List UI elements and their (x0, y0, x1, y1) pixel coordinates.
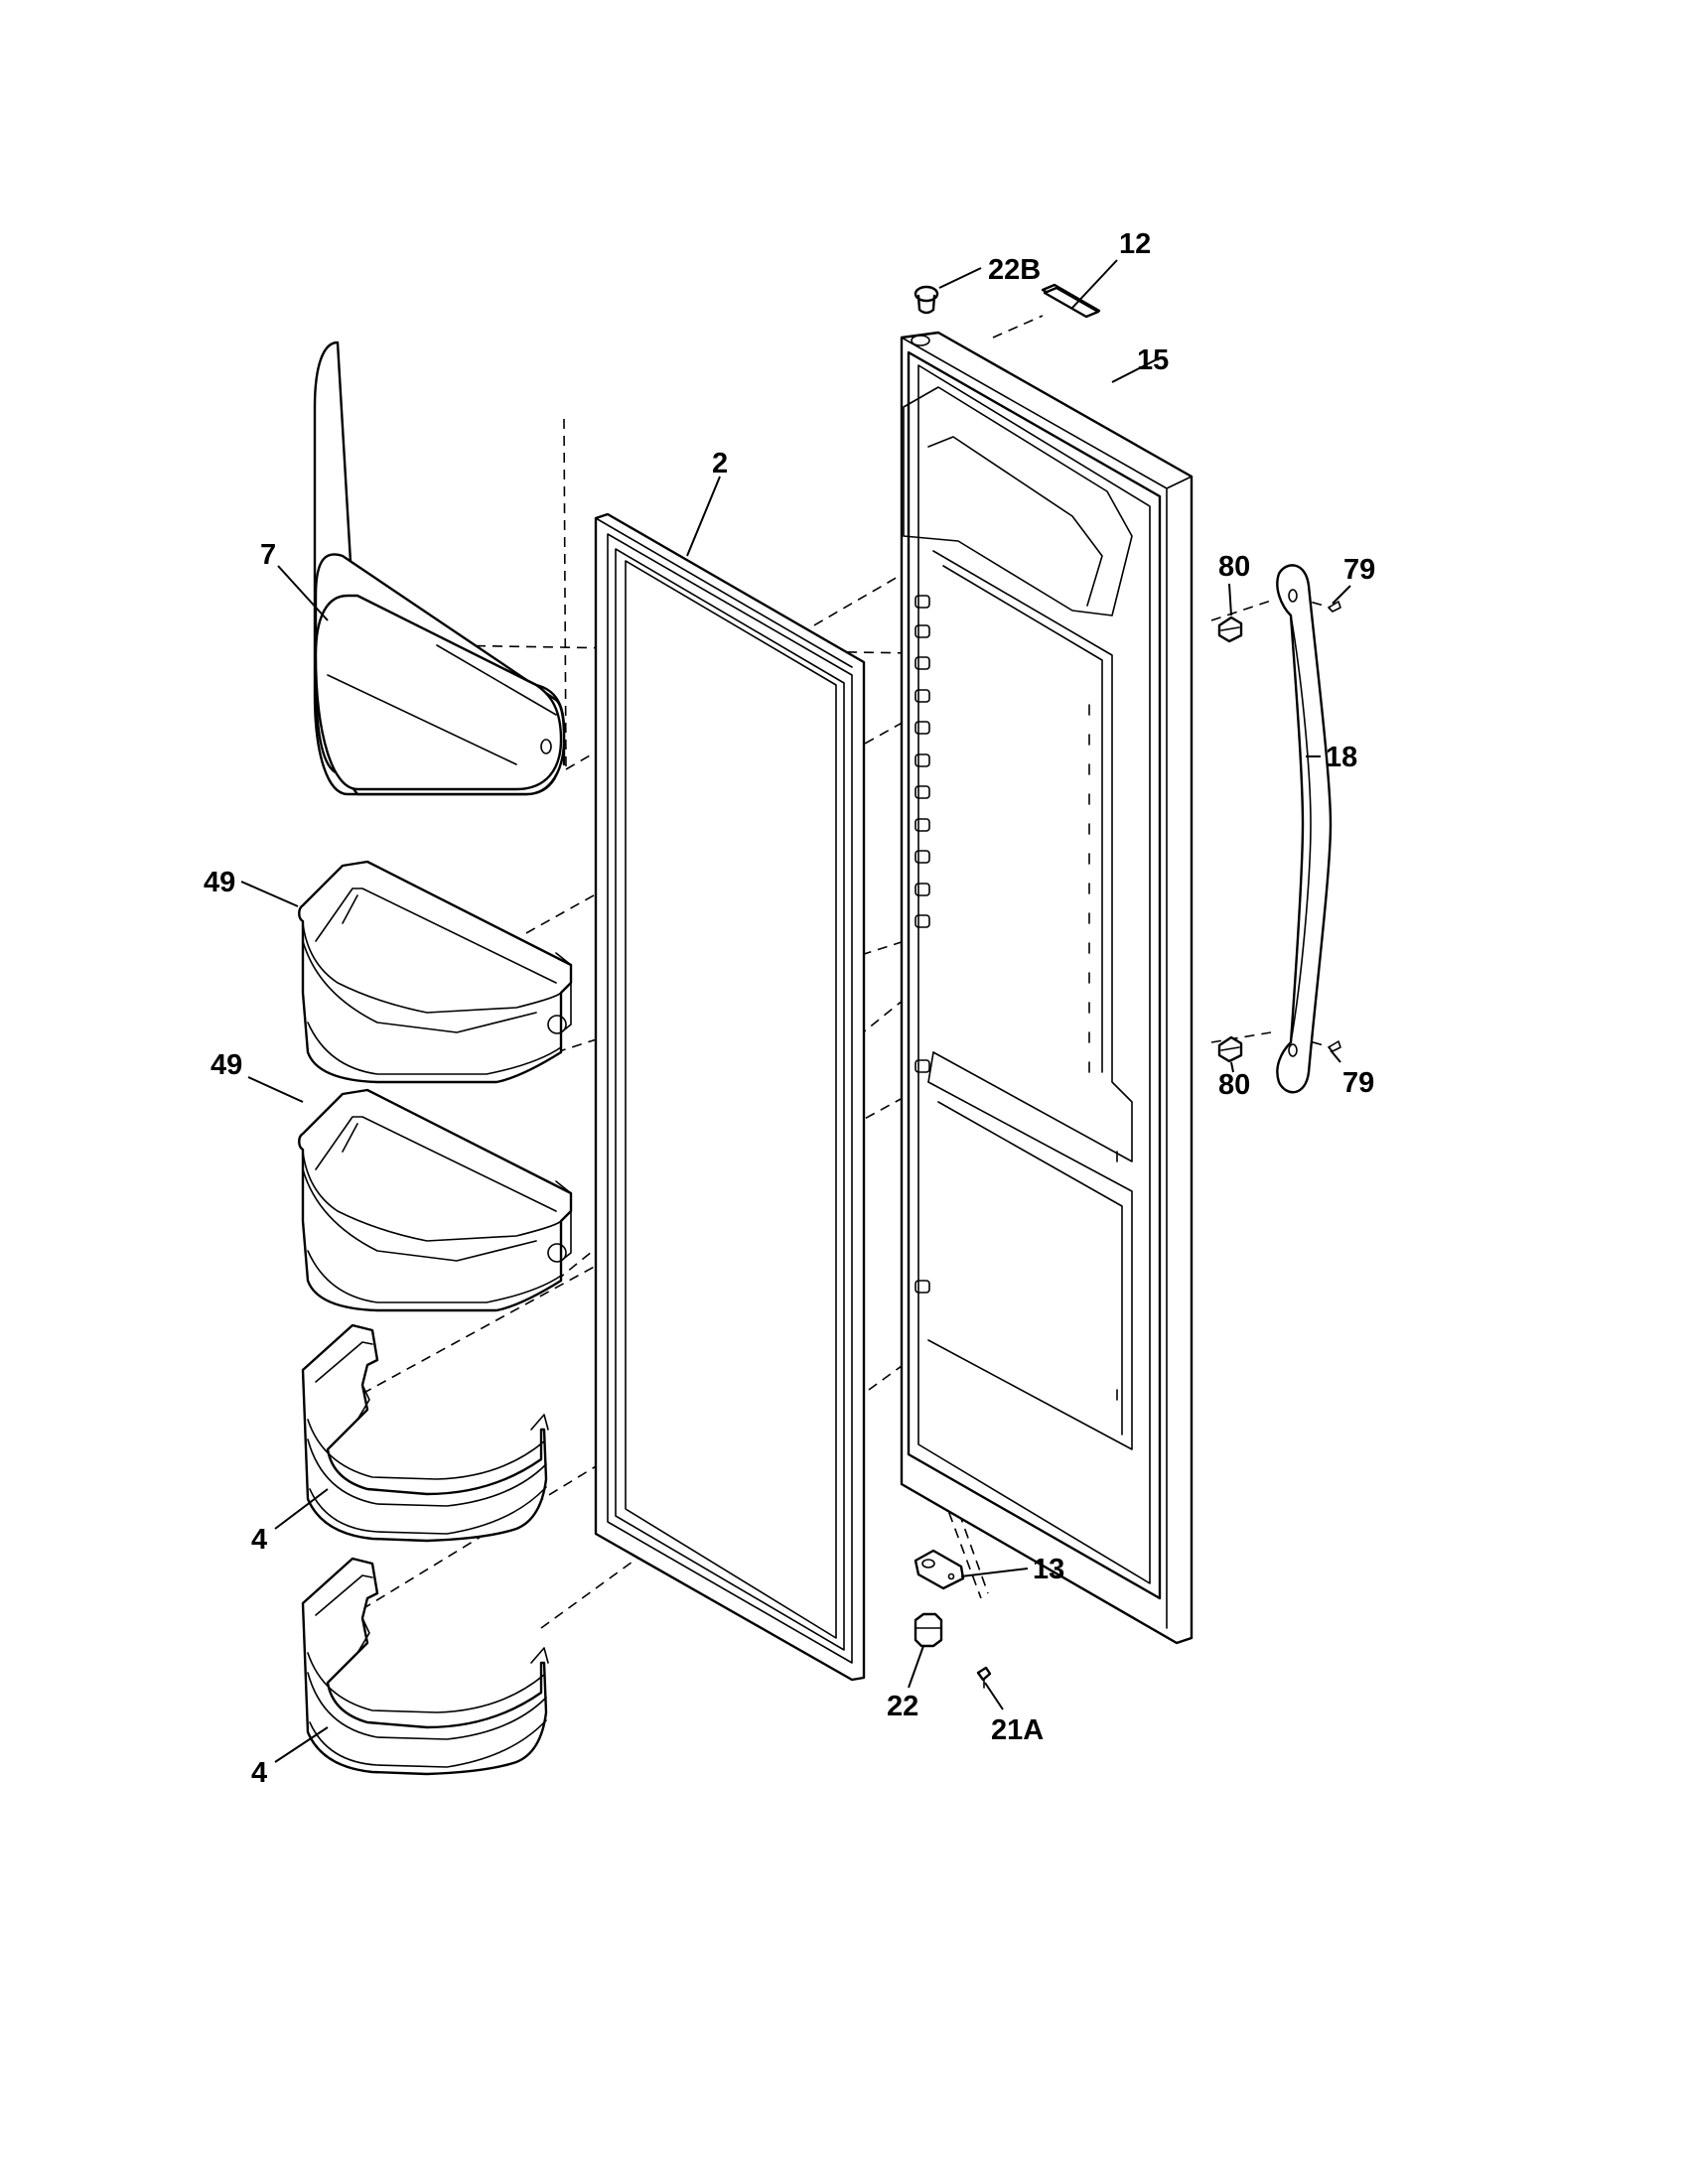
callout-12: 12 (1119, 228, 1151, 260)
callout-18: 18 (1326, 742, 1357, 773)
callout-22: 22 (887, 1691, 918, 1722)
callout-labels: 22B 12 15 2 7 80 79 18 49 49 80 79 4 13 … (204, 228, 1375, 1789)
door-rail-studs (914, 595, 930, 1294)
callout-21a: 21A (991, 1714, 1044, 1746)
door-shelf-lower (301, 1557, 549, 1776)
hinge-screw (976, 1666, 992, 1689)
callout-49-upper: 49 (204, 867, 235, 898)
door-shelf-upper (301, 1323, 549, 1543)
hinge-bushing-bottom (914, 1612, 943, 1648)
callout-79-lower: 79 (1342, 1067, 1374, 1099)
callout-79-upper: 79 (1343, 554, 1375, 586)
callout-7: 7 (260, 539, 276, 571)
door-bin-lower (298, 1088, 573, 1312)
callout-4-lower: 4 (251, 1757, 267, 1789)
callout-80-lower: 80 (1218, 1069, 1250, 1101)
door-gasket (594, 512, 866, 1682)
callout-4-upper: 4 (251, 1524, 267, 1556)
dairy-cover (313, 341, 566, 796)
label-part (1041, 283, 1101, 319)
hinge-bushing-top (914, 285, 939, 315)
callout-80-upper: 80 (1218, 551, 1250, 583)
handle-stud-upper (1217, 615, 1243, 643)
door-bin-upper (298, 860, 573, 1084)
door-right-rail-studs (1088, 704, 1118, 1401)
handle-screw-upper (1328, 601, 1341, 613)
callout-49-lower: 49 (211, 1049, 242, 1081)
door-panel (900, 331, 1194, 1645)
callout-2: 2 (712, 448, 728, 479)
leader-lines (240, 259, 1351, 1763)
callout-15: 15 (1137, 344, 1169, 376)
handle-stud-lower (1217, 1035, 1243, 1063)
handle-screw-lower (1328, 1040, 1341, 1052)
callout-13: 13 (1033, 1554, 1064, 1585)
callout-22b: 22B (988, 254, 1041, 286)
door-handle (1276, 564, 1333, 1094)
bottom-hinge-plate (914, 1549, 965, 1590)
hinge-hole (911, 335, 930, 346)
